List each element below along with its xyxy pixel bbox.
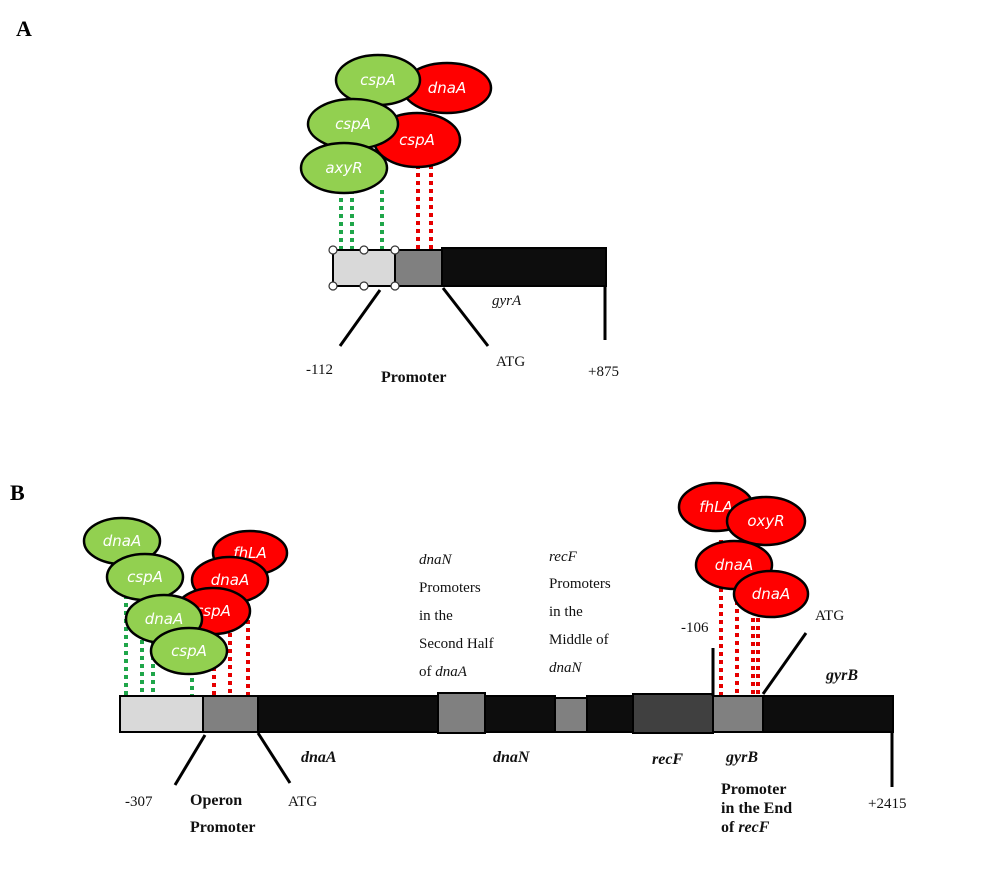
panel-a-promoter-bracket-left [338,289,382,347]
note-line: Promoters [549,576,611,592]
note-line: of dnaA [419,664,468,680]
panel-b-gyrB-note-line3: of recF [721,819,770,836]
panel-b-gyrB-body [762,695,894,733]
panel-b-recF-body [632,693,714,734]
protein-label: dnaA [715,556,753,574]
panel-b-atg-left-label: ATG [288,794,317,810]
panel-b-operon-label-line1: Operon [190,792,242,809]
protein-label: oxyR [747,512,784,530]
protein-blob: dnaA [732,569,810,619]
panel-b-right-proteins: fhLA oxyR dnaA dnaA [677,481,810,619]
panel-b-dnaN-promoter-box [437,692,486,734]
panel-b-operon-label-line2: Promoter [190,819,255,836]
protein-label: dnaA [145,610,183,628]
protein-label: cspA [195,602,231,620]
panel-a-atg-label: ATG [496,354,525,370]
panel-b-coord-end: +2415 [868,796,906,812]
panel-b-dnaN-label: dnaN [493,749,531,766]
protein-label: dnaA [211,571,249,589]
panel-b-recF-promoter-box [554,697,588,733]
panel-b-dnaN-body [484,695,556,733]
panel-a-selection-handles [328,245,400,291]
panel-b-recF-start [586,695,634,733]
protein-blob: cspA [306,97,400,151]
note-line: in the [549,604,583,620]
protein-blob: axyR [299,141,389,195]
panel-b-atg-left-line [256,732,292,784]
protein-label: axyR [325,159,362,177]
panel-b-atg-right-line [761,632,808,695]
panel-b-coord-minus106: -106 [681,620,709,636]
panel-b-gyrB-promoter-box [712,695,764,733]
panel-a-coord-end: +875 [588,364,619,380]
panel-a-green-links [339,190,384,250]
panel-b-gyrB-note-line1: Promoter [721,781,786,798]
panel-b-gyrB-label: gyrB [825,667,858,684]
note-line: dnaN [419,552,453,568]
panel-b-dnaA-body [257,695,439,733]
panel-b-gyrB-note-line2: in the End [721,800,792,817]
note-line: recF [549,549,578,565]
panel-b-gyrB-box-label: gyrB [725,749,758,766]
protein-label: cspA [399,131,435,149]
panel-a-proteins: dnaA cspA cspA cspA axyR [299,53,493,195]
panel-b-upstream-box [119,695,204,733]
panel-a-gene-label: gyrA [492,293,522,309]
protein-label: dnaA [428,79,466,97]
panel-a-promoter-label: Promoter [381,369,446,386]
panel-a-upstream-box [332,249,396,287]
panel-a-label: A [16,16,32,41]
protein-label: dnaA [103,532,141,550]
protein-label: cspA [127,568,163,586]
protein-blob: cspA [149,626,229,676]
panel-a-red-links [416,165,433,250]
protein-label: cspA [360,71,396,89]
note-line: in the [419,608,453,624]
panel-a-promoter-box [394,249,443,287]
panel-a-coord-start: -112 [306,362,333,378]
note-line: Second Half [419,636,494,652]
note-line: Middle of [549,632,609,648]
protein-label: fhLA [699,498,732,516]
protein-label: cspA [335,115,371,133]
protein-label: cspA [171,642,207,660]
panel-b-label: B [10,480,25,505]
panel-b-recF-note: recF Promoters in the Middle of dnaN [549,549,611,676]
panel-b-atg-right-label: ATG [815,608,844,624]
panel-a-gene-body [441,247,607,287]
panel-b-gene-bar [119,632,894,787]
panel-b-coord-start: -307 [125,794,153,810]
protein-blob: dnaA [401,61,493,115]
panel-b-operon-promoter-box [202,695,259,733]
protein-blob: cspA [105,552,185,602]
protein-label: dnaA [752,585,790,603]
panel-b-dnaA-label: dnaA [301,749,337,766]
panel-a-atg-line [441,287,490,347]
panel-b-operon-bracket [173,734,207,786]
panel-a-gene-bar [328,245,607,347]
note-line: dnaN [549,660,583,676]
panel-b-left-proteins: fhLA dnaA dnaA cspA cspA dnaA cspA [82,516,289,676]
panel-b-dnaN-note: dnaN Promoters in the Second Half of dna… [419,552,494,680]
note-line: Promoters [419,580,481,596]
protein-blob: oxyR [725,495,807,547]
panel-b-recF-label: recF [652,751,683,768]
protein-blob: cspA [334,53,422,107]
